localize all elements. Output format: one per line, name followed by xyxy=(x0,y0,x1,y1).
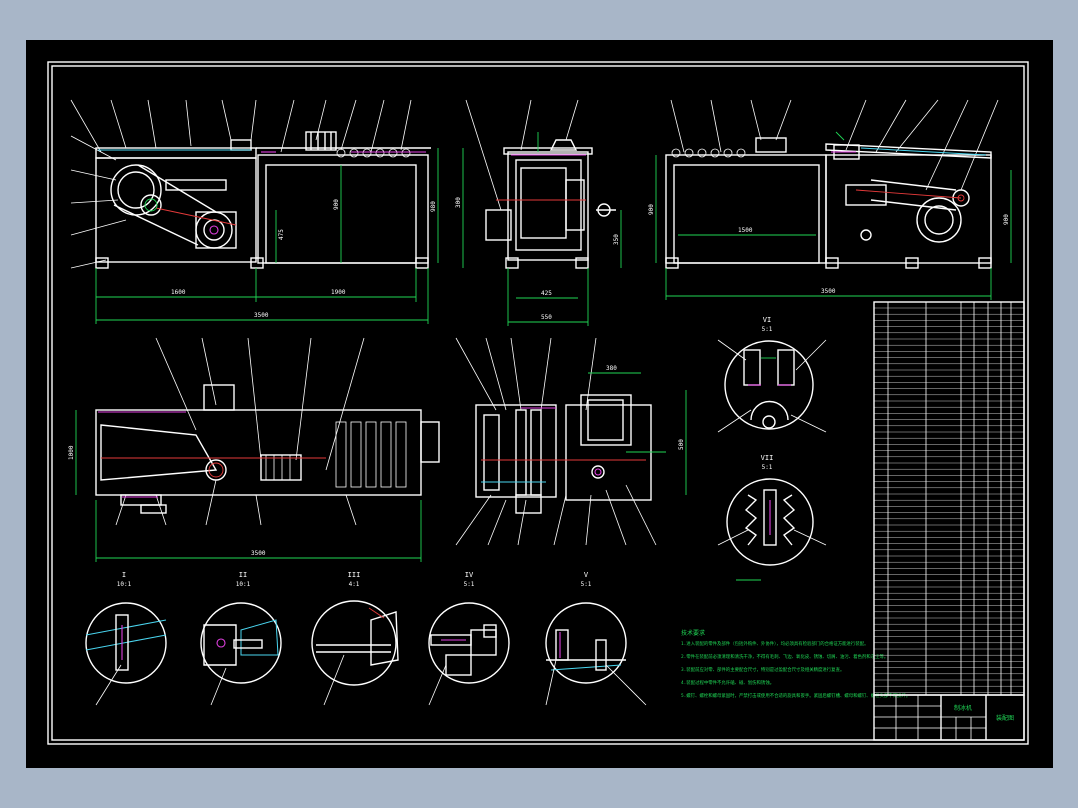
notes-line-3: 3.装配前应对零、部件的主要配合尺寸，特别是过盈配合尺寸及相关精度进行复查。 xyxy=(681,666,844,673)
front-dim-left: 1600 xyxy=(171,289,186,296)
front-dim-h2: 900 xyxy=(333,199,340,210)
detail-ii: II 10:1 xyxy=(200,571,282,706)
notes-line-2: 2.零件在装配前必须清理和清洗干净，不得有毛刺、飞边、氧化皮、锈蚀、切屑、油污、… xyxy=(681,653,888,660)
cad-drawing: 1600 1900 3500 475 900 980 300 425 5 xyxy=(47,61,1029,745)
gearbox-dim-h: 500 xyxy=(678,439,685,450)
notes-heading: 技术要求 xyxy=(681,629,705,637)
outer-border xyxy=(47,61,1029,745)
detail-iv: IV 5:1 xyxy=(428,571,510,706)
detail-vii-scale: 5:1 xyxy=(762,464,773,471)
rear-frame-right xyxy=(825,154,992,264)
top-dim-h: 1000 xyxy=(68,445,75,460)
rear-dim-total: 3500 xyxy=(821,288,836,295)
gearbox-dimensions xyxy=(588,372,687,495)
side-view-dimensions xyxy=(507,132,622,326)
detail-ii-scale: 10:1 xyxy=(236,581,251,588)
side-dim-w1: 425 xyxy=(541,290,552,297)
rear-dim-mid: 1500 xyxy=(738,227,753,234)
front-frame-right xyxy=(257,154,429,264)
detail-vi-scale: 5:1 xyxy=(762,326,773,333)
side-dim-h: 350 xyxy=(613,234,620,245)
rear-view-dimensions xyxy=(655,131,1012,300)
detail-iii-scale: 4:1 xyxy=(349,581,360,588)
parts-list xyxy=(873,301,1025,696)
side-frame xyxy=(507,151,589,261)
gearbox-motor xyxy=(580,394,632,446)
front-frame-left xyxy=(95,157,257,263)
detail-vii: VII 5:1 xyxy=(717,454,827,581)
top-body xyxy=(95,409,422,496)
detail-vi: VI 5:1 xyxy=(717,316,827,433)
inner-border xyxy=(51,65,1025,741)
top-view: 3500 1000 xyxy=(68,337,440,562)
gearbox-view: 380 500 xyxy=(455,337,687,546)
notes-line-1: 1.进入装配的零件及部件（包括外购件、外协件），均必须具有检验部门的合格证方能进… xyxy=(681,640,869,647)
technical-notes: 技术要求 1.进入装配的零件及部件（包括外购件、外协件），均必须具有检验部门的合… xyxy=(681,629,910,699)
top-view-dimensions xyxy=(75,410,422,562)
detail-iii-label: III xyxy=(348,571,361,579)
front-dim-mid: 1900 xyxy=(331,289,346,296)
detail-v: V 5:1 xyxy=(545,571,647,706)
detail-v-scale: 5:1 xyxy=(581,581,592,588)
front-view: 1600 1900 3500 475 900 980 300 xyxy=(70,99,464,324)
front-view-dimensions xyxy=(95,148,464,324)
drawing-sheet: 1600 1900 3500 475 900 980 300 425 5 xyxy=(26,40,1053,768)
notes-line-5: 5.螺钉、螺栓和螺母紧固时，严禁打击或使用不合适的旋具和扳手。紧固后螺钉槽、螺母… xyxy=(681,692,910,699)
detail-vii-label: VII xyxy=(761,454,774,462)
front-dim-h1: 475 xyxy=(278,229,285,240)
detail-iv-label: IV xyxy=(465,571,474,579)
rear-pulley xyxy=(916,197,962,243)
detail-i: I 10:1 xyxy=(85,571,167,706)
notes-line-4: 4.装配过程中零件不允许磕、碰、划伤和锈蚀。 xyxy=(681,679,774,686)
detail-vi-label: VI xyxy=(763,316,771,324)
front-view-leaders xyxy=(70,99,412,269)
side-view: 425 550 350 xyxy=(465,99,622,326)
title-drawing-no: 装配图 xyxy=(996,714,1014,722)
title-block: 制冰机 装配图 xyxy=(873,694,1025,741)
rear-frame-left xyxy=(665,154,827,264)
title-name: 制冰机 xyxy=(954,704,972,712)
detail-ii-label: II xyxy=(239,571,247,579)
front-dim-h4: 300 xyxy=(455,197,462,208)
front-dim-total: 3500 xyxy=(254,312,269,319)
rear-dim-h2: 900 xyxy=(1003,214,1010,225)
front-dim-h3: 980 xyxy=(430,201,437,212)
detail-i-label: I xyxy=(122,571,126,579)
detail-iii: III 4:1 xyxy=(311,571,399,706)
rear-view: 3500 1500 900 900 xyxy=(648,99,1012,300)
detail-i-scale: 10:1 xyxy=(117,581,132,588)
side-dim-w2: 550 xyxy=(541,314,552,321)
detail-v-label: V xyxy=(584,571,589,579)
gearbox-dim-w: 380 xyxy=(606,365,617,372)
rear-dim-h: 900 xyxy=(648,204,655,215)
top-dim-total: 3500 xyxy=(251,550,266,557)
detail-iv-scale: 5:1 xyxy=(464,581,475,588)
